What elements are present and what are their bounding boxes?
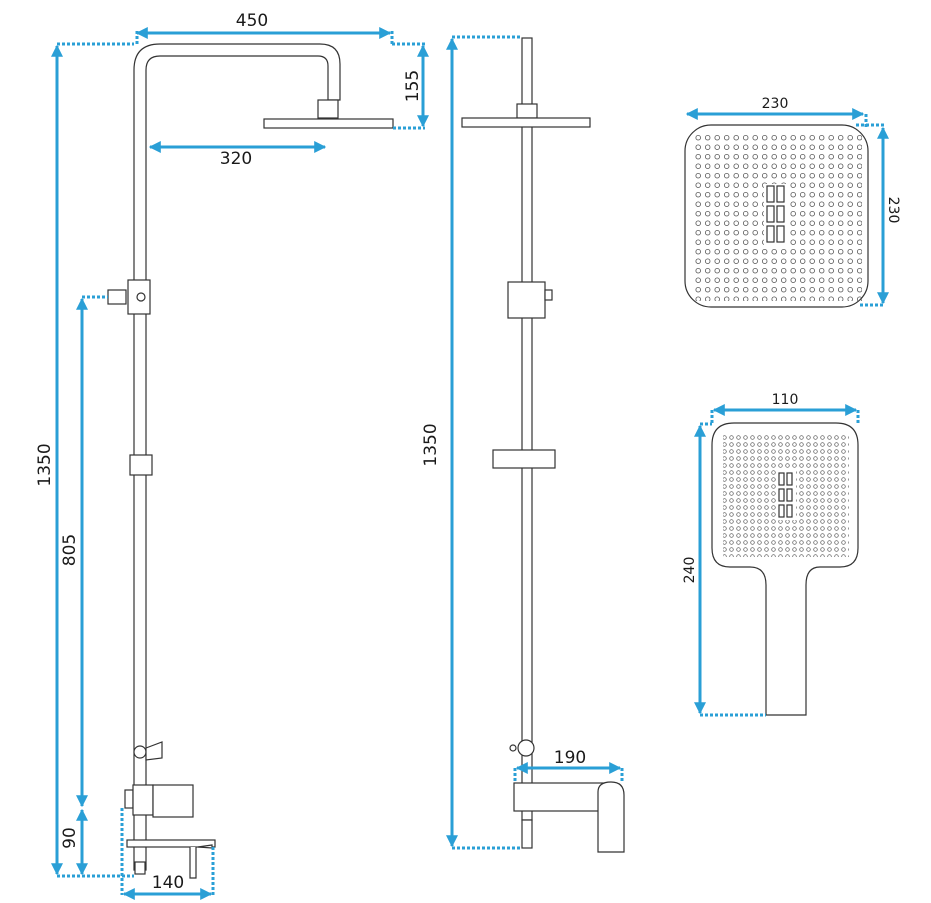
mixer-body [132,784,154,816]
dim-label-front-total-height: 1350 [421,423,441,466]
dim-label-holder-height: 805 [60,534,80,566]
dim-label-mixer-depth: 140 [152,873,184,893]
mixer-lever [597,781,625,853]
lever [189,844,213,879]
clamp-knob [544,289,553,301]
dim-label-head-depth: 230 [885,197,901,224]
head-connector [516,103,538,119]
dim-label-hand-length: 240 [682,557,698,584]
head-connector [317,99,339,119]
shelf [126,839,216,848]
side-view: 450 155 320 1350 805 90 140 [35,11,429,900]
clamp-screw [136,292,146,302]
riser-rail [521,37,533,821]
dim-label-hand-width: 110 [772,392,799,408]
mixer-handle [152,784,194,818]
dim-label-side-width: 450 [236,11,268,31]
dim-label-head-height: 155 [403,70,423,102]
thread [521,819,533,849]
rain-head-top-view: 230 230 [684,96,901,308]
slider-clamp [507,281,546,319]
dim-label-arm-length: 320 [220,149,252,169]
rain-head-side [263,118,394,129]
diverter-knob [107,289,127,305]
pipe-clamp [129,454,153,476]
mixer-body [513,782,607,812]
rain-head-front [461,117,591,128]
hose-connector [133,745,147,759]
dim-label-head-width: 230 [762,96,789,112]
dim-label-side-total-height: 1350 [35,443,55,486]
dim-label-mixer-height: 90 [60,827,80,849]
dim-label-spout-length: 190 [554,748,586,768]
hand-holder [145,741,163,761]
front-view: 1350 190 [421,35,625,853]
hand-shower-view: 110 240 [682,392,860,717]
mixer-cap [124,789,134,809]
thread [134,861,146,875]
hand-holder [492,449,556,469]
hose-connector [517,739,535,757]
